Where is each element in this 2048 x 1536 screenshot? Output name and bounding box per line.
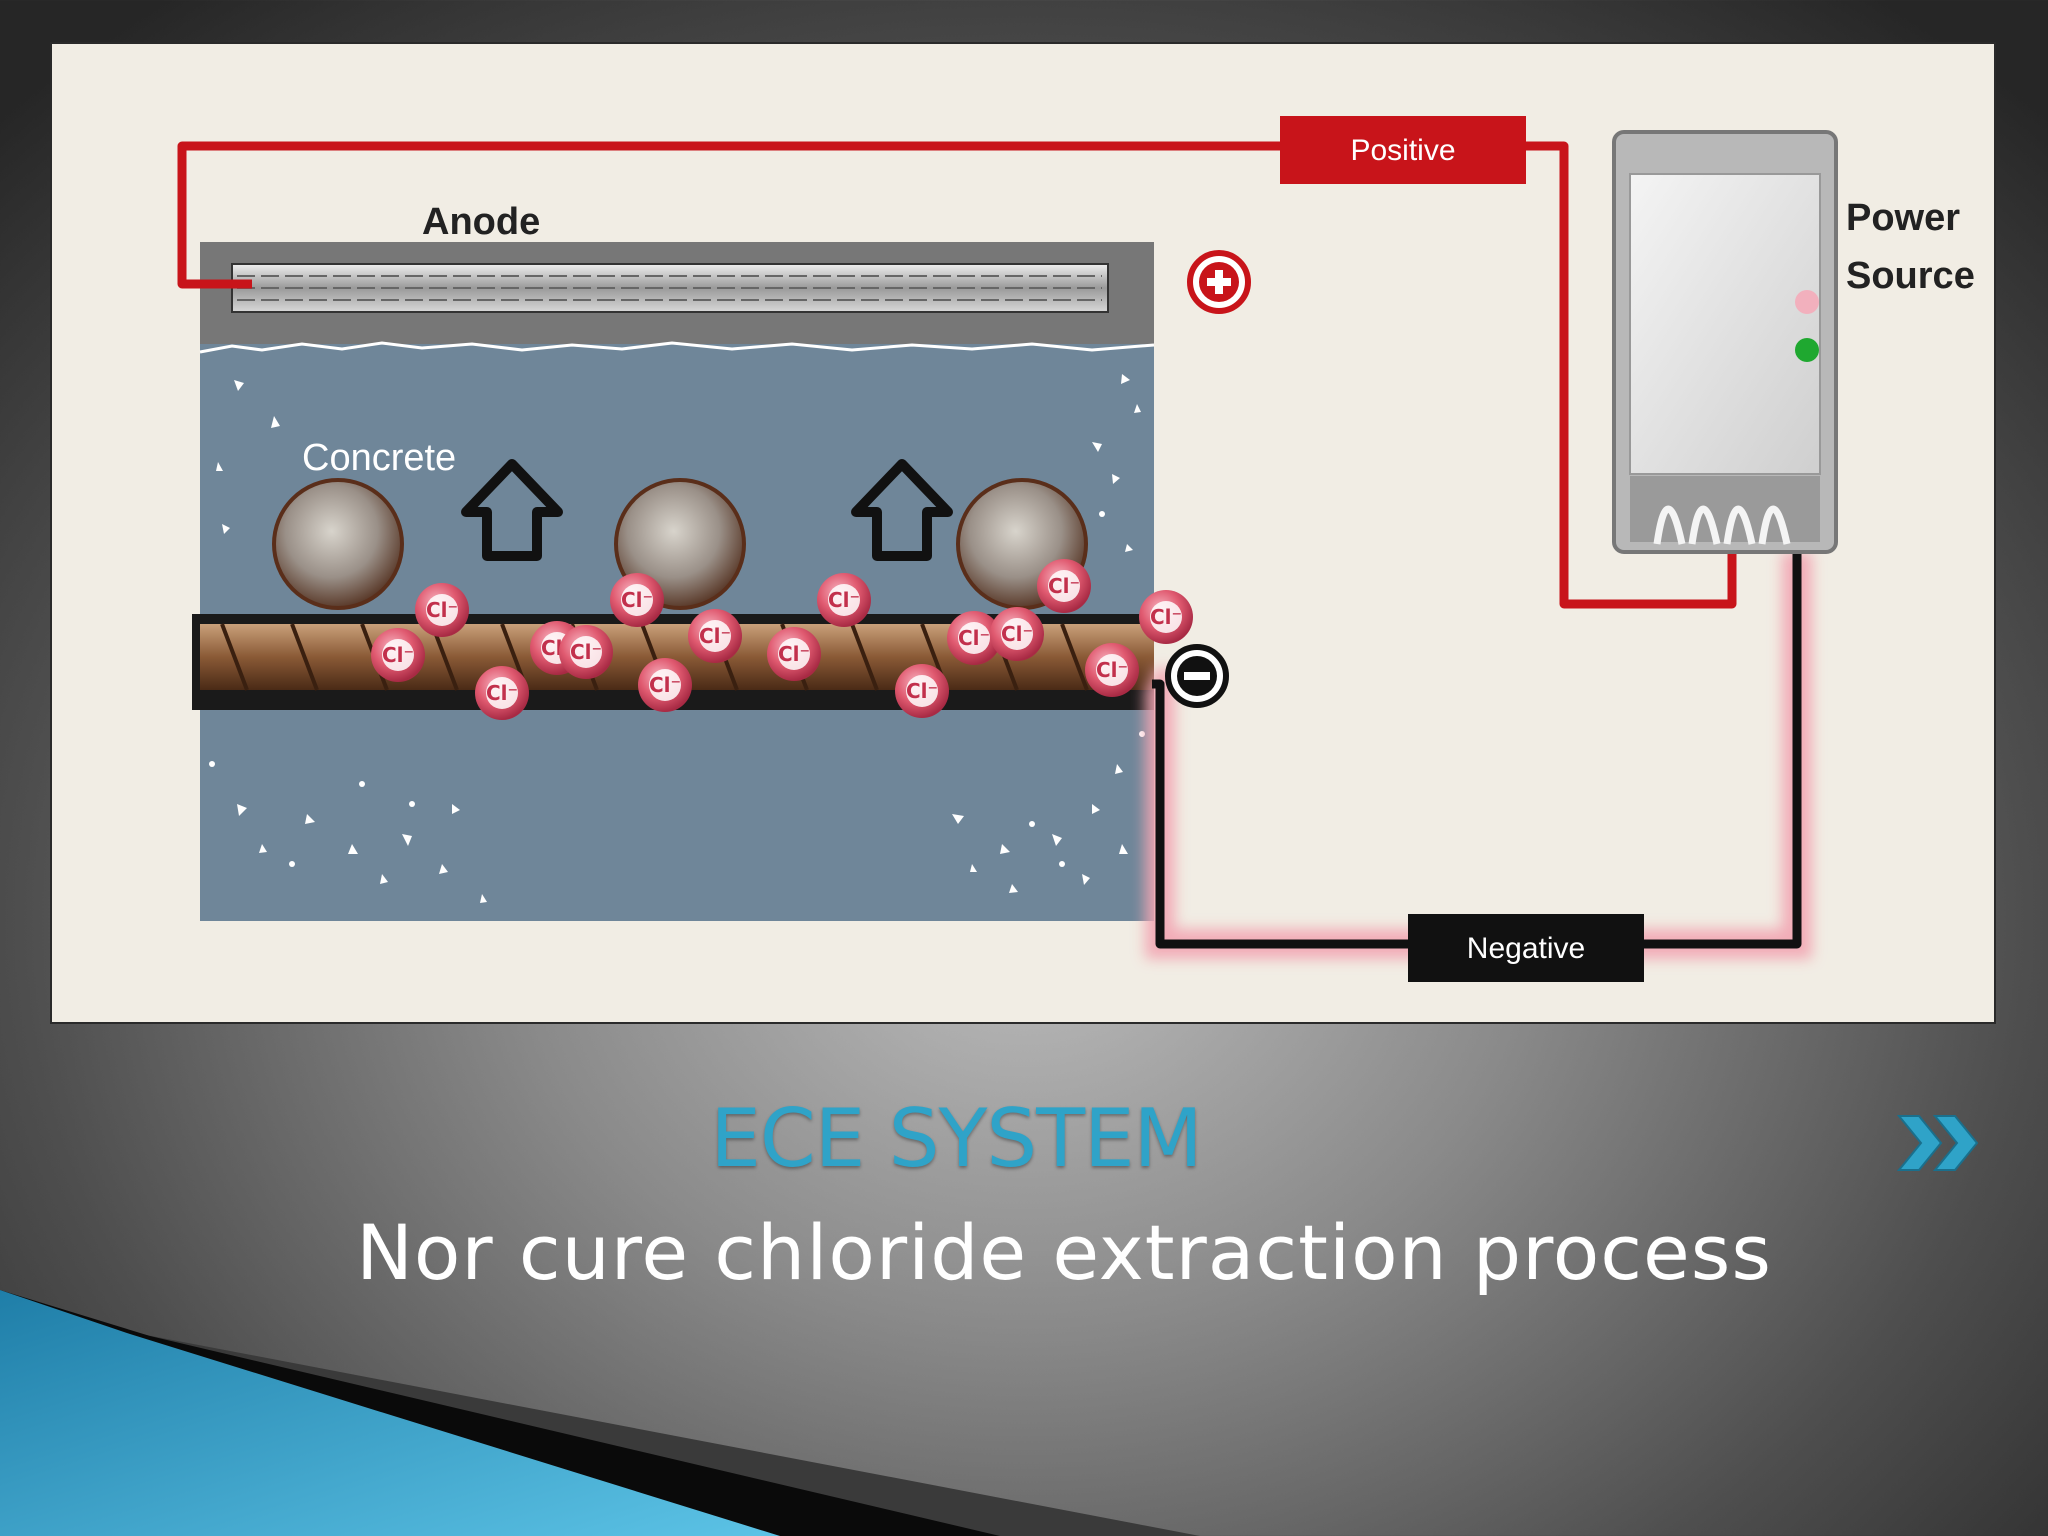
- concrete-label: Concrete: [302, 437, 456, 479]
- chloride-ion-label: Cl⁻: [1048, 574, 1080, 598]
- chloride-ion: Cl⁻: [1037, 559, 1091, 613]
- indicator-light-green: [1795, 338, 1819, 362]
- anode-mesh: [231, 263, 1109, 313]
- chloride-ion: Cl⁻: [767, 627, 821, 681]
- slide-title: ECE SYSTEM: [710, 1092, 1202, 1185]
- positive-label-box: Positive: [1280, 116, 1526, 184]
- chloride-ion: Cl⁻: [371, 628, 425, 682]
- negative-label-box: Negative: [1408, 914, 1644, 982]
- chloride-ion: Cl⁻: [475, 666, 529, 720]
- plus-icon: [1187, 250, 1251, 314]
- up-arrow-icon: [461, 459, 563, 561]
- chloride-ion-label: Cl⁻: [382, 643, 414, 667]
- chloride-ion-label: Cl⁻: [570, 640, 602, 664]
- chloride-ion: Cl⁻: [817, 573, 871, 627]
- aggregate-speckles: [209, 374, 1145, 903]
- chloride-ion: Cl⁻: [990, 607, 1044, 661]
- diagram-frame: Cl⁻ Cl⁻ Cl⁻ Cl⁻ Cl⁻ Cl⁻ Cl⁻ Cl⁻ Cl⁻ Cl⁻ Cl⁻ Cl⁻ Cl⁻ C…: [50, 42, 1996, 1024]
- chloride-ion: Cl⁻: [1139, 590, 1193, 644]
- chloride-ion-label: Cl⁻: [1001, 622, 1033, 646]
- chloride-ion: Cl⁻: [895, 664, 949, 718]
- chloride-ion-label: Cl⁻: [958, 626, 990, 650]
- next-slide-chevron-icon[interactable]: [1895, 1108, 1985, 1178]
- chloride-ion-label: Cl⁻: [699, 624, 731, 648]
- chloride-ion: Cl⁻: [415, 583, 469, 637]
- chloride-ion-label: Cl⁻: [906, 679, 938, 703]
- chloride-ion: Cl⁻: [610, 573, 664, 627]
- chloride-ion-label: Cl⁻: [828, 588, 860, 612]
- chloride-ion-label: Cl⁻: [649, 673, 681, 697]
- anode-label: Anode: [422, 201, 540, 243]
- positive-wire: [177, 141, 1737, 609]
- chloride-ion: Cl⁻: [559, 625, 613, 679]
- chloride-ion-label: Cl⁻: [426, 598, 458, 622]
- chloride-ion: Cl⁻: [947, 611, 1001, 665]
- chloride-ion: Cl⁻: [638, 658, 692, 712]
- negative-wire: [1145, 552, 1812, 959]
- chloride-ions: Cl⁻ Cl⁻ Cl⁻ Cl⁻ Cl⁻ Cl⁻ Cl⁻ Cl⁻ Cl⁻ Cl⁻ Cl⁻ Cl⁻ Cl⁻ C…: [371, 559, 1193, 720]
- power-source-label-line1: Power: [1846, 197, 1960, 239]
- power-source-label-line2: Source: [1846, 255, 1975, 297]
- corner-decoration: [0, 1290, 1200, 1536]
- chloride-ion-label: Cl⁻: [1096, 658, 1128, 682]
- chloride-ion-label: Cl⁻: [621, 588, 653, 612]
- chloride-ion-label: Cl⁻: [486, 681, 518, 705]
- up-arrow-icon: [851, 459, 953, 561]
- negative-label: Negative: [1467, 932, 1585, 965]
- ece-diagram: Cl⁻ Cl⁻ Cl⁻ Cl⁻ Cl⁻ Cl⁻ Cl⁻ Cl⁻ Cl⁻ Cl⁻ Cl⁻ Cl⁻ Cl⁻ C…: [177, 116, 1975, 982]
- minus-icon: [1165, 644, 1229, 708]
- power-source-box: [1612, 130, 1838, 554]
- chloride-ion-label: Cl⁻: [778, 642, 810, 666]
- indicator-light-red: [1795, 290, 1819, 314]
- positive-label: Positive: [1350, 134, 1455, 167]
- chloride-ion: Cl⁻: [1085, 643, 1139, 697]
- slide-subtitle: Nor cure chloride extraction process: [356, 1208, 1772, 1297]
- chloride-ion-label: Cl⁻: [1150, 605, 1182, 629]
- chloride-ion: Cl⁻: [688, 609, 742, 663]
